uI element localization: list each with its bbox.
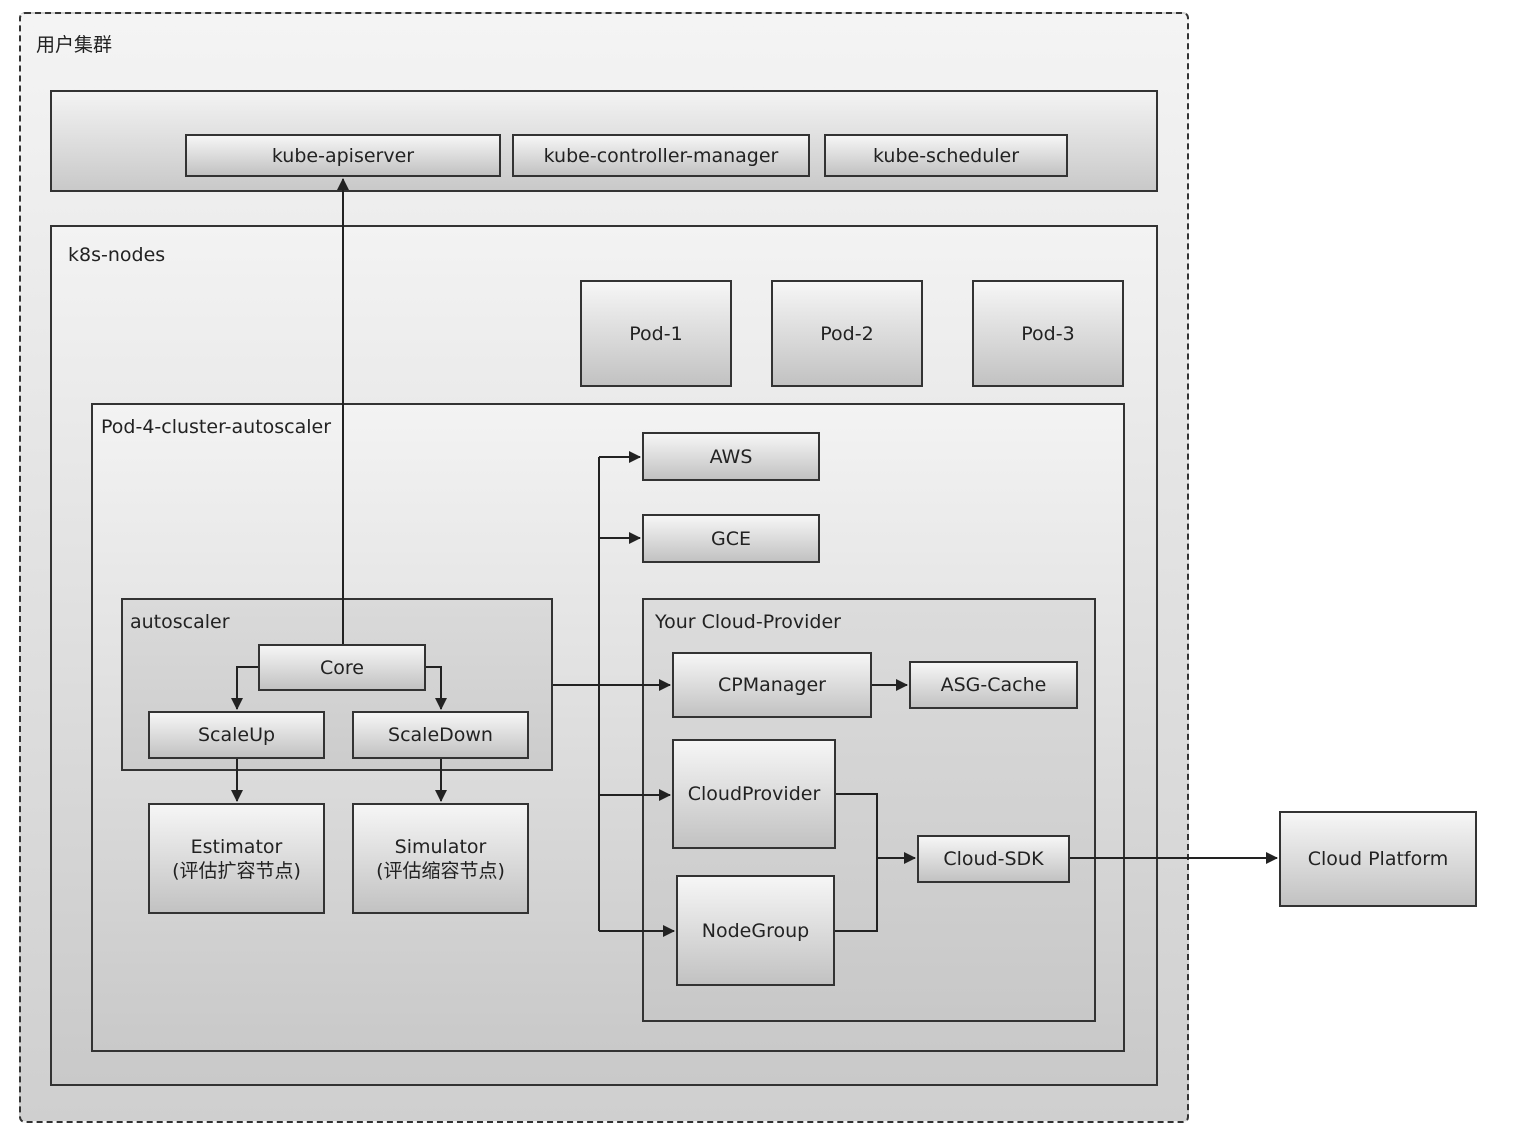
gce-node[interactable]: GCE [642, 514, 820, 563]
scale-up-node[interactable]: ScaleUp [148, 711, 325, 759]
estimator-node[interactable]: Estimator (评估扩容节点) [148, 803, 325, 914]
pod-2-node[interactable]: Pod-2 [771, 280, 923, 387]
scale-down-node[interactable]: ScaleDown [352, 711, 529, 759]
cluster-label: 用户集群 [36, 34, 113, 56]
simulator-node[interactable]: Simulator (评估缩容节点) [352, 803, 529, 914]
cp-manager-node[interactable]: CPManager [672, 652, 872, 718]
pod-3-node[interactable]: Pod-3 [972, 280, 1124, 387]
pod-4-cluster-autoscaler-label: Pod-4-cluster-autoscaler [101, 416, 332, 438]
cloud-provider-label: Your Cloud-Provider [655, 611, 841, 633]
autoscaler-label: autoscaler [130, 611, 230, 633]
cloud-platform-node[interactable]: Cloud Platform [1279, 811, 1477, 907]
aws-node[interactable]: AWS [642, 432, 820, 481]
cloud-provider-interface-node[interactable]: CloudProvider [672, 739, 836, 849]
kube-scheduler-node[interactable]: kube-scheduler [824, 134, 1068, 177]
kube-apiserver-node[interactable]: kube-apiserver [185, 134, 501, 177]
node-group-node[interactable]: NodeGroup [676, 875, 835, 986]
kube-controller-manager-node[interactable]: kube-controller-manager [512, 134, 810, 177]
pod-1-node[interactable]: Pod-1 [580, 280, 732, 387]
asg-cache-node[interactable]: ASG-Cache [909, 661, 1078, 709]
core-node[interactable]: Core [258, 644, 426, 691]
cloud-sdk-node[interactable]: Cloud-SDK [917, 835, 1070, 883]
k8s-nodes-label: k8s-nodes [68, 244, 166, 266]
